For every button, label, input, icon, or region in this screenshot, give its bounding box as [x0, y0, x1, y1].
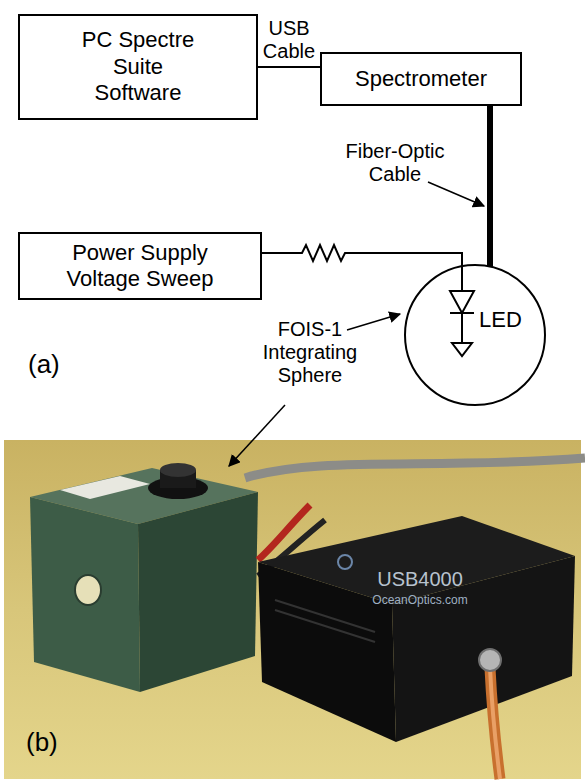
connector-line [258, 66, 320, 68]
connector-line [262, 253, 462, 266]
node-text: Spectrometer [355, 66, 487, 92]
photo [4, 440, 585, 779]
patch-cable-shine [490, 668, 500, 779]
photo-ground [4, 440, 581, 779]
led-symbol [450, 265, 474, 356]
edge-label: USB Cable [260, 17, 318, 63]
sma-connector [479, 649, 501, 671]
patch-cable [490, 668, 500, 779]
node-text: PC Spectre Suite Software [68, 27, 208, 106]
vent-slot [275, 600, 375, 632]
led-wire [461, 265, 463, 291]
fiber-cable [245, 458, 585, 478]
sphere-circle: LED [403, 263, 547, 407]
panel-label: (a) [28, 350, 60, 380]
process-box: Power Supply Voltage Sweep [18, 232, 262, 300]
callout-label: Fiber-Optic Cable [335, 140, 455, 186]
diode-triangle [450, 291, 474, 313]
leader-arrow [347, 314, 400, 330]
device-model: USB4000 [360, 568, 480, 591]
ground-symbol [452, 343, 472, 356]
process-box: PC Spectre Suite Software [18, 14, 258, 120]
node-text: Power Supply Voltage Sweep [55, 240, 225, 293]
node-text: LED [479, 307, 522, 333]
leader-arrow [229, 405, 285, 466]
sticker [60, 476, 150, 499]
process-box: Spectrometer [320, 52, 522, 106]
sphere-side [138, 492, 258, 692]
sphere-outline [403, 263, 547, 407]
leader-arrow [428, 182, 484, 206]
sphere-circle-outline [405, 265, 545, 405]
resistor-zigzag [296, 245, 350, 261]
panel-label: (b) [26, 728, 58, 758]
vent-slot [275, 610, 375, 642]
sphere-face [30, 497, 140, 692]
resistor-symbol [296, 244, 350, 262]
spectrometer-side [258, 562, 396, 742]
sphere-port-hole [75, 575, 101, 605]
led-wire [461, 313, 463, 343]
port-top [160, 463, 196, 477]
logo-mark [338, 555, 352, 569]
connector-line [487, 106, 493, 267]
device-web-address: OceanOptics.com [360, 594, 480, 608]
callout-label: FOIS-1 Integrating Sphere [250, 318, 370, 387]
